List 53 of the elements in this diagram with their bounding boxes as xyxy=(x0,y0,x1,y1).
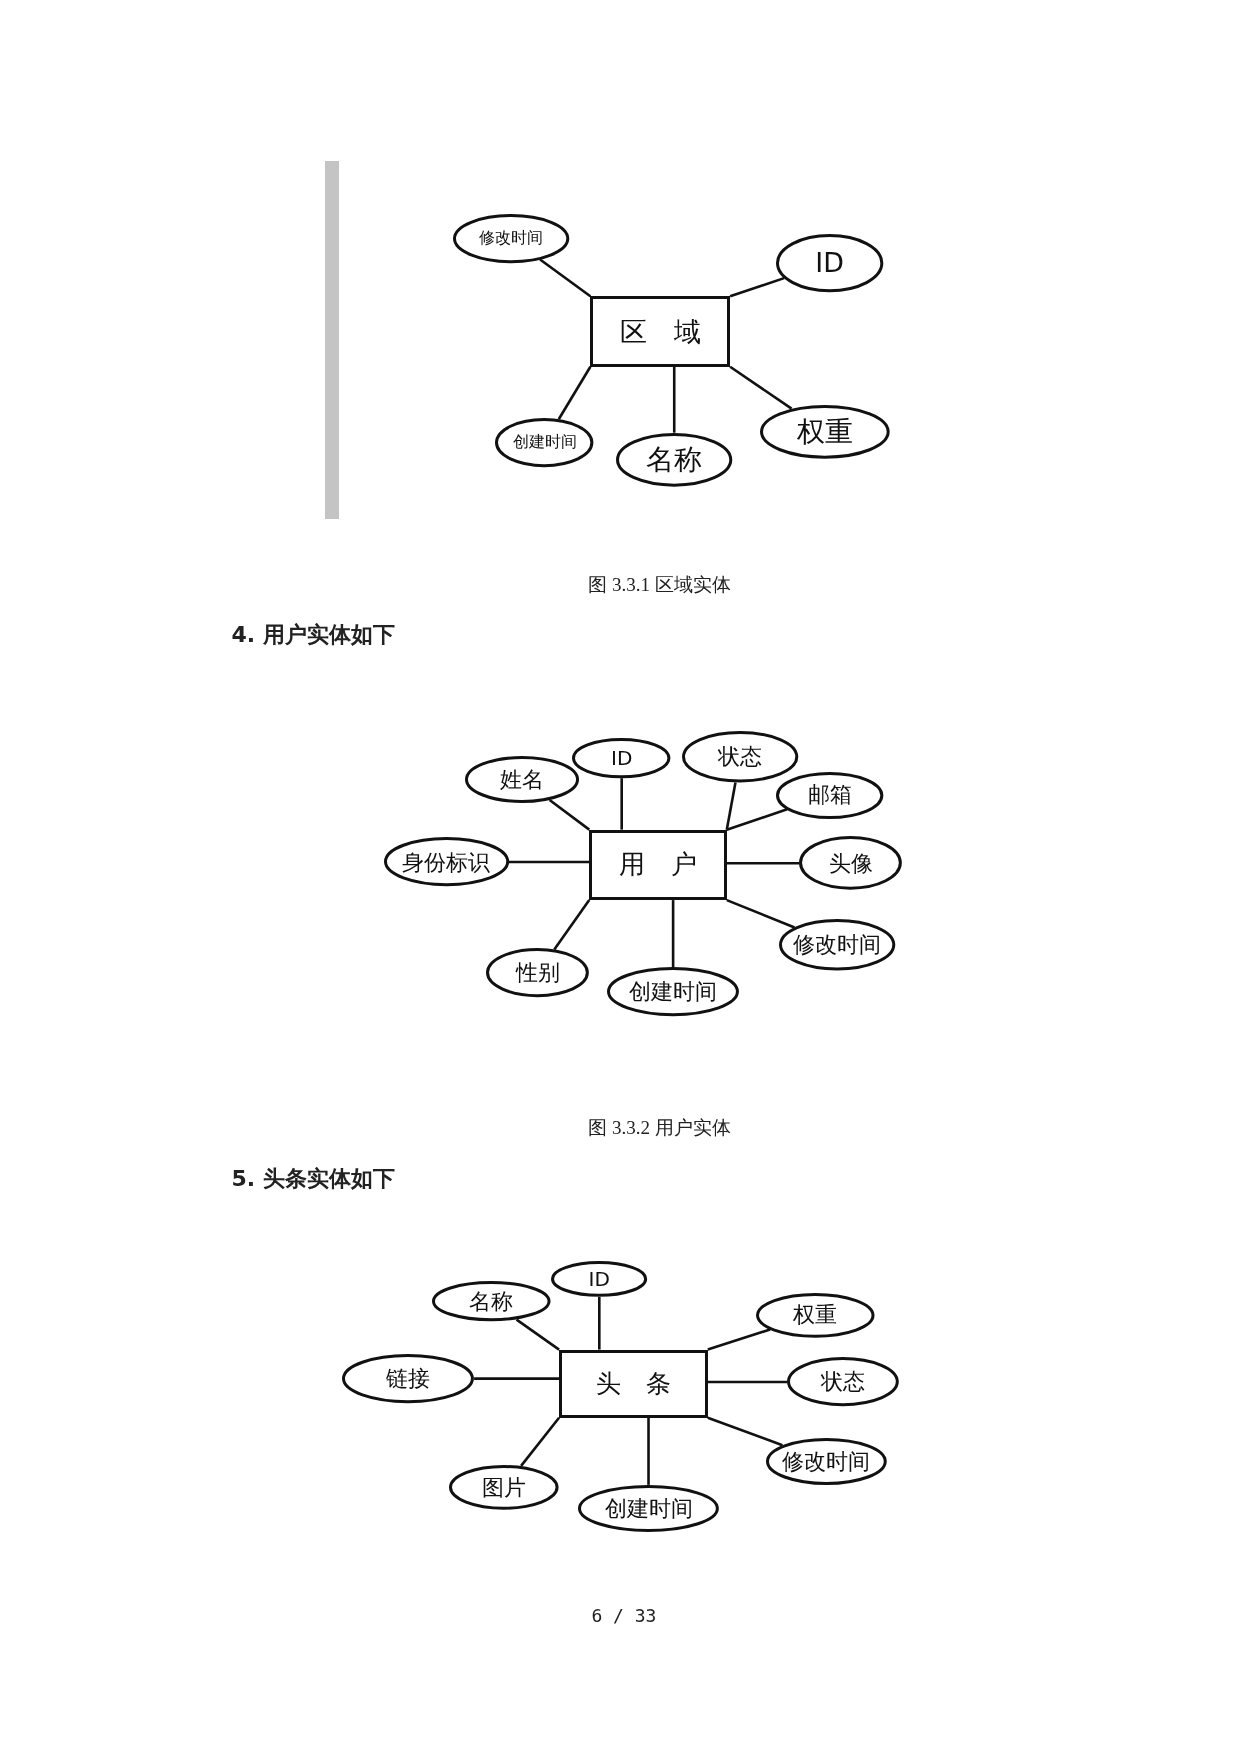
attribute-ellipse: ID xyxy=(551,1261,648,1297)
attribute-ellipse: 修改时间 xyxy=(452,213,570,263)
attribute-ellipse: 链接 xyxy=(342,1354,475,1404)
connector-line xyxy=(729,276,785,298)
connector-line xyxy=(557,366,592,420)
connector-line xyxy=(598,1297,601,1350)
attribute-ellipse: 姓名 xyxy=(465,755,580,803)
entity-box: 头条 xyxy=(559,1349,708,1418)
connector-line xyxy=(726,861,800,865)
connector-line xyxy=(548,798,591,831)
attribute-ellipse: 修改时间 xyxy=(765,1437,887,1485)
connector-line xyxy=(707,1416,783,1447)
connector-line xyxy=(672,366,676,433)
connector-line xyxy=(520,1416,561,1467)
attribute-ellipse: 名称 xyxy=(616,432,733,487)
connector-line xyxy=(726,808,788,831)
connector-line xyxy=(726,898,796,929)
connector-line xyxy=(647,1417,650,1485)
connector-line xyxy=(725,782,737,830)
connector-line xyxy=(553,899,591,951)
connector-line xyxy=(707,1380,788,1384)
attribute-ellipse: ID xyxy=(775,233,884,292)
attribute-ellipse: 名称 xyxy=(431,1281,551,1322)
attribute-ellipse: 性别 xyxy=(486,948,590,998)
entity-box: 用户 xyxy=(589,829,727,901)
attribute-ellipse: 权重 xyxy=(760,404,890,459)
section-heading: 4. 用户实体如下 xyxy=(231,621,395,650)
side-bar xyxy=(325,161,339,519)
connector-line xyxy=(474,1377,560,1380)
connector-line xyxy=(671,900,675,968)
figure-caption: 图 3.3.1 区域实体 xyxy=(588,572,731,597)
connector-line xyxy=(508,860,590,864)
attribute-ellipse: 头像 xyxy=(799,836,903,890)
attribute-ellipse: 状态 xyxy=(682,731,799,783)
attribute-ellipse: 创建时间 xyxy=(607,967,740,1017)
attribute-ellipse: 状态 xyxy=(787,1357,899,1407)
page-number: 6 / 33 xyxy=(591,1605,657,1627)
figure-caption: 图 3.3.2 用户实体 xyxy=(588,1116,731,1141)
attribute-ellipse: 邮箱 xyxy=(775,771,884,819)
connector-line xyxy=(707,1328,771,1351)
connector-line xyxy=(620,778,623,830)
connector-line xyxy=(515,1318,560,1351)
attribute-ellipse: 创建时间 xyxy=(578,1484,719,1532)
section-heading: 5. 头条实体如下 xyxy=(231,1164,395,1193)
connector-line xyxy=(539,258,592,298)
attribute-ellipse: 创建时间 xyxy=(495,418,594,468)
attribute-ellipse: ID xyxy=(572,737,671,779)
attribute-ellipse: 修改时间 xyxy=(779,919,896,971)
attribute-ellipse: 身份标识 xyxy=(383,837,509,887)
attribute-ellipse: 图片 xyxy=(449,1464,560,1510)
entity-box: 区域 xyxy=(590,296,731,367)
attribute-ellipse: 权重 xyxy=(755,1292,875,1338)
connector-line xyxy=(729,365,793,410)
